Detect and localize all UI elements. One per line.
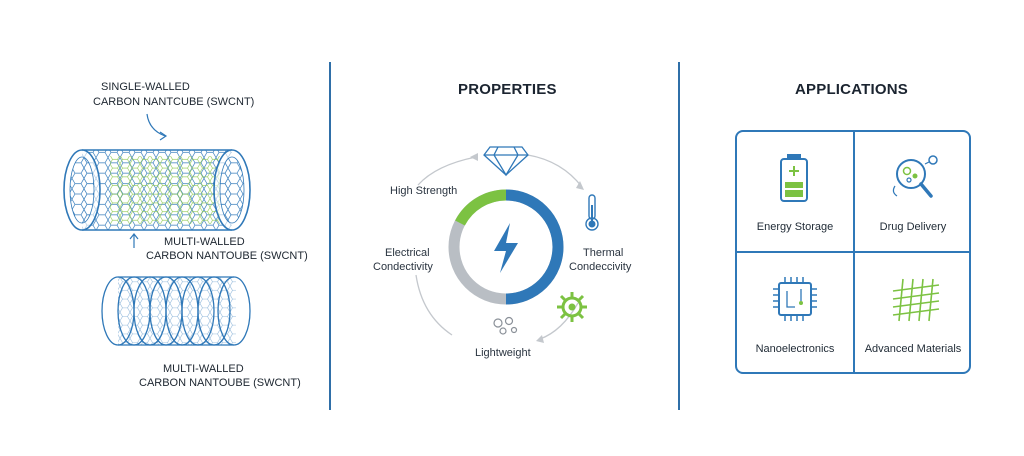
mwcnt-bottom-label-line1: MULTI-WALLED xyxy=(163,363,244,375)
gear-icon xyxy=(557,292,587,322)
swcnt-label-line1: SINGLE-WALLED xyxy=(101,81,190,93)
swcnt-tube-graphic xyxy=(63,149,251,231)
property-thermal-line1: Thermal xyxy=(583,247,624,259)
app-label-energy-storage: Energy Storage xyxy=(756,221,834,233)
mwcnt-tube-graphic xyxy=(101,276,251,346)
swcnt-label-line2: CARBON NANTCUBE (SWCNT) xyxy=(93,96,255,108)
applications-title: APPLICATIONS xyxy=(795,81,908,98)
app-cell-advanced-materials: Advanced Materials xyxy=(855,253,971,372)
applications-grid: Energy Storage Drug Delivery xyxy=(735,130,971,374)
lightning-icon xyxy=(494,223,518,273)
app-label-nanoelectronics: Nanoelectronics xyxy=(755,343,835,355)
mesh-icon xyxy=(892,278,940,322)
mwcnt-bottom-label-line2: CARBON NANTOUBE (SWCNT) xyxy=(139,377,301,389)
cycle-arc-left xyxy=(415,274,453,336)
diamond-icon xyxy=(483,146,529,177)
app-cell-nanoelectronics: Nanoelectronics xyxy=(737,253,853,372)
divider-right xyxy=(678,62,680,410)
lightweight-icon xyxy=(493,316,518,335)
app-label-advanced-materials: Advanced Materials xyxy=(864,343,962,355)
app-cell-energy-storage: Energy Storage xyxy=(737,132,853,251)
cycle-arc-top-right xyxy=(527,154,583,188)
ring-blue-segment xyxy=(505,189,564,305)
property-lightweight: Lightweight xyxy=(475,347,531,359)
cycle-arc-top-left xyxy=(417,156,477,186)
property-high-strength: High Strength xyxy=(390,185,458,197)
ring-green-segment xyxy=(455,189,507,226)
battery-icon xyxy=(780,154,808,202)
chip-icon xyxy=(773,277,817,321)
properties-cycle-diagram xyxy=(415,146,599,343)
app-cell-drug-delivery: Drug Delivery xyxy=(855,132,971,251)
magnifier-cells-icon xyxy=(892,155,938,198)
app-label-drug-delivery: Drug Delivery xyxy=(879,221,947,233)
arrow-down-icon xyxy=(146,113,168,141)
mwcnt-label-line2: CARBON NANTOUBE (SWCNT) xyxy=(146,250,308,262)
divider-left xyxy=(329,62,331,410)
mwcnt-label-line1: MULTI-WALLED xyxy=(164,236,245,248)
property-electrical-line1: Electrical xyxy=(385,247,430,259)
properties-title: PROPERTIES xyxy=(458,81,557,98)
property-thermal-line2: Condeccivity xyxy=(569,261,632,273)
property-electrical-line2: Condectivity xyxy=(373,261,433,273)
grid-divider-horizontal xyxy=(737,251,969,253)
arrow-up-icon xyxy=(129,233,139,248)
